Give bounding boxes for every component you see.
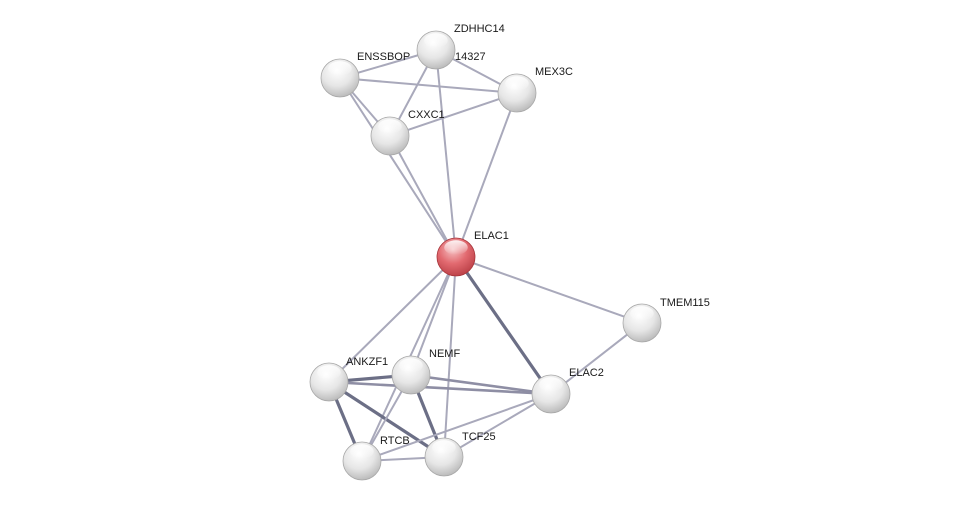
edge-elac1-tmem115[interactable]	[455, 256, 643, 324]
node-label-elac1: ELAC1	[474, 230, 509, 242]
node-label-ankzf1: ANKZF1	[346, 356, 388, 368]
node-tcf25[interactable]: TCF25	[424, 431, 496, 477]
edge-enssbop-mex3c[interactable]	[339, 77, 518, 94]
edges-layer	[327, 49, 643, 463]
node-rtcb[interactable]: RTCB	[342, 435, 410, 481]
node-highlight	[317, 365, 341, 380]
edge-ankzf1-elac2[interactable]	[327, 380, 553, 396]
node-highlight	[505, 76, 529, 91]
node-tmem115[interactable]: TMEM115	[622, 297, 710, 343]
node-label-14327: 14327	[455, 51, 486, 63]
node-label-tcf25: TCF25	[462, 431, 496, 443]
node-label-enssbop: ENSSBOP	[357, 51, 410, 63]
node-ankzf1[interactable]: ANKZF1	[309, 356, 388, 402]
node-14327[interactable]: 14327	[455, 51, 486, 63]
edge-elac1-ankzf1[interactable]	[328, 256, 457, 383]
node-elac1[interactable]: ELAC1	[436, 230, 509, 277]
node-highlight	[444, 240, 468, 255]
edge-elac2-rtcb[interactable]	[361, 393, 552, 462]
node-cxxc1[interactable]: CXXC1	[370, 109, 445, 156]
node-highlight	[328, 61, 352, 76]
node-mex3c[interactable]: MEX3C	[497, 66, 573, 113]
edge-elac1-elac2[interactable]	[454, 255, 553, 396]
edge-elac2-tcf25[interactable]	[443, 393, 552, 458]
edge-nemf-elac2[interactable]	[409, 373, 553, 396]
node-label-tmem115: TMEM115	[660, 297, 710, 309]
node-elac2[interactable]: ELAC2	[531, 367, 604, 414]
node-highlight	[350, 444, 374, 459]
edge-elac1-nemf[interactable]	[410, 256, 457, 376]
edge-mex3c-elac1[interactable]	[455, 92, 518, 258]
node-highlight	[378, 119, 402, 134]
node-highlight	[630, 306, 654, 321]
node-label-rtcb: RTCB	[380, 435, 410, 447]
edge-cxxc1-elac1[interactable]	[389, 135, 457, 258]
node-label-cxxc1: CXXC1	[408, 109, 445, 121]
node-label-mex3c: MEX3C	[535, 66, 573, 78]
node-zdhhc14[interactable]: ZDHHC14	[416, 23, 505, 70]
edge-elac1-tcf25[interactable]	[443, 256, 457, 458]
node-label-zdhhc14: ZDHHC14	[454, 23, 505, 35]
edge-zdhhc14-elac1[interactable]	[435, 49, 457, 258]
edge-enssbop-elac1[interactable]	[339, 77, 457, 258]
node-highlight	[539, 377, 563, 392]
node-enssbop[interactable]: ENSSBOP	[320, 51, 410, 98]
node-highlight	[424, 33, 448, 48]
node-highlight	[432, 440, 456, 455]
node-nemf[interactable]: NEMF	[391, 348, 460, 395]
node-label-nemf: NEMF	[429, 348, 460, 360]
edge-mex3c-cxxc1[interactable]	[389, 92, 518, 137]
node-label-elac2: ELAC2	[569, 367, 604, 379]
node-highlight	[399, 358, 423, 373]
